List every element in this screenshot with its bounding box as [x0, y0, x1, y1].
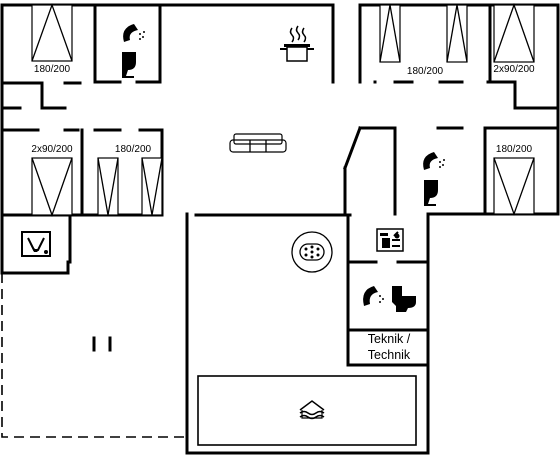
technical-room-line-2: Technik	[367, 348, 411, 362]
sauna-icon	[376, 228, 404, 252]
cooking-pot-icon	[280, 25, 314, 62]
technical-room-line-1: Teknik /	[367, 332, 411, 346]
terrace-outline	[1, 273, 187, 438]
pool	[197, 375, 417, 446]
bed-label-1: 180/200	[33, 64, 71, 75]
shower-toilet-icon	[363, 286, 416, 312]
bed-label-2: 2x90/200	[31, 144, 73, 155]
outer-wall	[0, 3, 560, 455]
bed-3	[97, 157, 163, 216]
shower-icon	[122, 24, 145, 78]
bed-label-6: 180/200	[495, 144, 533, 155]
pool-icon	[299, 400, 325, 420]
technical-room-label: Teknik / Technik	[352, 331, 426, 363]
interior-walls	[0, 3, 560, 367]
sofa-icon	[229, 133, 287, 153]
bed-2	[31, 157, 73, 217]
bed-1	[31, 3, 73, 62]
shower-icon-2	[423, 152, 445, 206]
whirlpool-icon	[291, 231, 333, 273]
bed-6	[493, 157, 535, 216]
bed-5	[493, 3, 535, 63]
bed-label-4: 180/200	[406, 66, 444, 77]
wall-stubs	[40, 81, 347, 352]
bed-4	[379, 4, 468, 63]
washing-machine-icon	[21, 231, 51, 257]
bed-label-5: 2x90/200	[493, 64, 535, 75]
bed-label-3: 180/200	[114, 144, 152, 155]
